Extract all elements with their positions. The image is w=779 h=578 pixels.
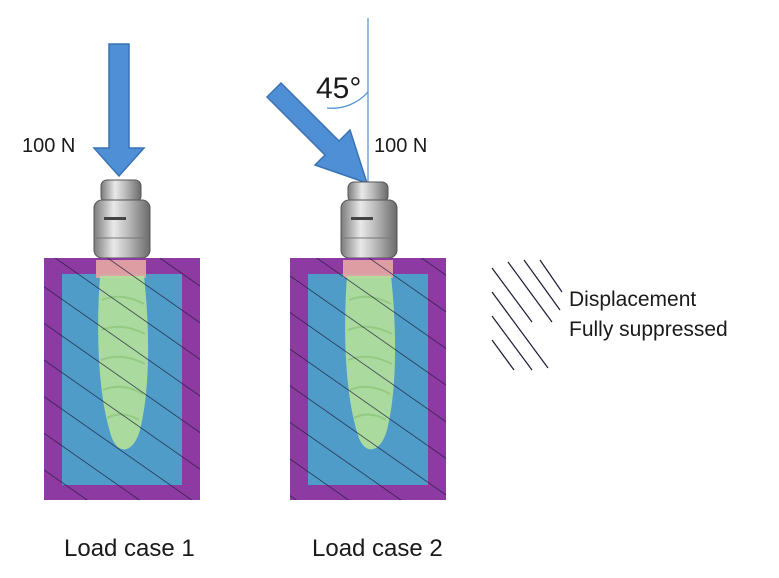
- load-case-2-group: 45° 100 N Load case 2: [265, 18, 446, 562]
- hatch-constraint-1: [44, 258, 200, 500]
- legend-line-2: Fully suppressed: [569, 318, 728, 341]
- caption-load-case-1: Load case 1: [64, 535, 195, 562]
- load-case-1-group: 100 N Load case 1: [22, 43, 200, 562]
- force-arrow-angled: [265, 81, 369, 185]
- angle-label: 45°: [316, 72, 361, 105]
- abutment-2: [340, 181, 398, 259]
- angle-arc: [326, 91, 369, 109]
- hatch-constraint-2: [290, 258, 446, 500]
- legend-line-1: Displacement: [569, 288, 696, 311]
- force-label-2: 100 N: [374, 135, 427, 157]
- legend: Displacement Fully suppressed: [491, 259, 728, 371]
- force-arrow-vertical: [92, 43, 146, 178]
- caption-load-case-2: Load case 2: [312, 535, 443, 562]
- bone-block-2: [290, 258, 446, 500]
- abutment-1: [93, 179, 151, 259]
- legend-hatch-swatch: [491, 259, 563, 371]
- force-label-1: 100 N: [22, 135, 75, 157]
- bone-block-1: [44, 258, 200, 500]
